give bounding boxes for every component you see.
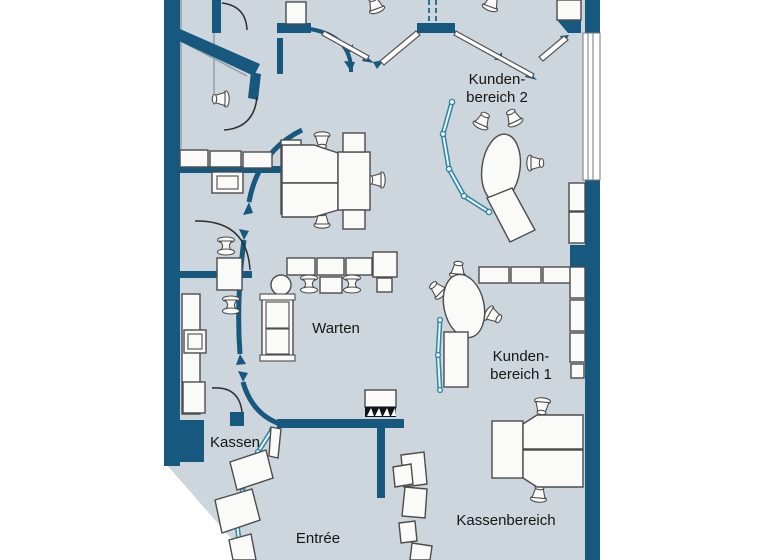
side-table — [211, 171, 244, 194]
consultation-desk-center — [281, 131, 386, 230]
wall-cap — [277, 23, 311, 33]
self-service-terminals-left — [214, 449, 274, 560]
round-table — [270, 274, 292, 296]
label-kundenbereich1: Kunden- — [493, 348, 550, 365]
cabinet — [285, 1, 307, 25]
room-labels: Kunden- bereich 2 Warten Kunden- bereich… — [210, 71, 556, 547]
self-service-terminals-right — [392, 451, 433, 560]
label-entree: Entrée — [296, 530, 340, 547]
wall-kassen-block — [164, 420, 204, 462]
left-shelf-row — [179, 149, 273, 169]
teller-desk — [491, 396, 584, 504]
wall-shelf — [556, 0, 582, 21]
wall-left — [164, 0, 180, 466]
label-kundenbereich2: Kunden- — [469, 71, 526, 88]
wall-kassen-post — [230, 412, 244, 426]
kb1-table-group — [425, 260, 506, 388]
entry-doors — [321, 30, 569, 79]
wall-h1 — [164, 166, 282, 173]
meeting-table — [216, 236, 243, 315]
kb1-bench-row — [478, 266, 573, 284]
wall-h2 — [164, 271, 252, 278]
wall-gate-h — [277, 419, 404, 428]
label-kassenbereich: Kassenbereich — [456, 512, 555, 529]
wall-stub-diagonal — [248, 72, 261, 100]
dashed-opening — [428, 0, 437, 23]
label-warten: Warten — [312, 320, 360, 337]
tilted-desk — [486, 187, 536, 243]
wall-pilaster — [570, 245, 600, 268]
wall-gate-v — [377, 428, 385, 498]
svg-text:bereich 2: bereich 2 — [466, 89, 528, 106]
sofa — [259, 293, 296, 362]
coffee-table — [319, 276, 343, 294]
wall-diagonal — [164, 22, 260, 76]
wall-entry-block — [417, 23, 455, 33]
door-swings — [194, 2, 258, 413]
glass-partition-kb2 — [439, 98, 493, 216]
kb1-desk — [443, 331, 469, 388]
gate-panel — [268, 426, 282, 459]
kitchenette — [181, 293, 207, 415]
wall-shelves — [568, 182, 586, 379]
wall-topright-wedge — [557, 20, 581, 33]
walls — [164, 0, 600, 560]
glass-partition-kb1 — [434, 316, 444, 394]
entrance-gate — [364, 389, 397, 417]
label-kassen: Kassen — [210, 434, 260, 451]
window — [582, 32, 601, 181]
warten-benches — [286, 251, 398, 293]
wall-thin-v — [277, 38, 283, 74]
kb2-table-group — [471, 106, 545, 243]
svg-text:bereich 1: bereich 1 — [490, 366, 552, 383]
oval-table — [442, 273, 486, 339]
wall-stub-top — [212, 0, 221, 33]
